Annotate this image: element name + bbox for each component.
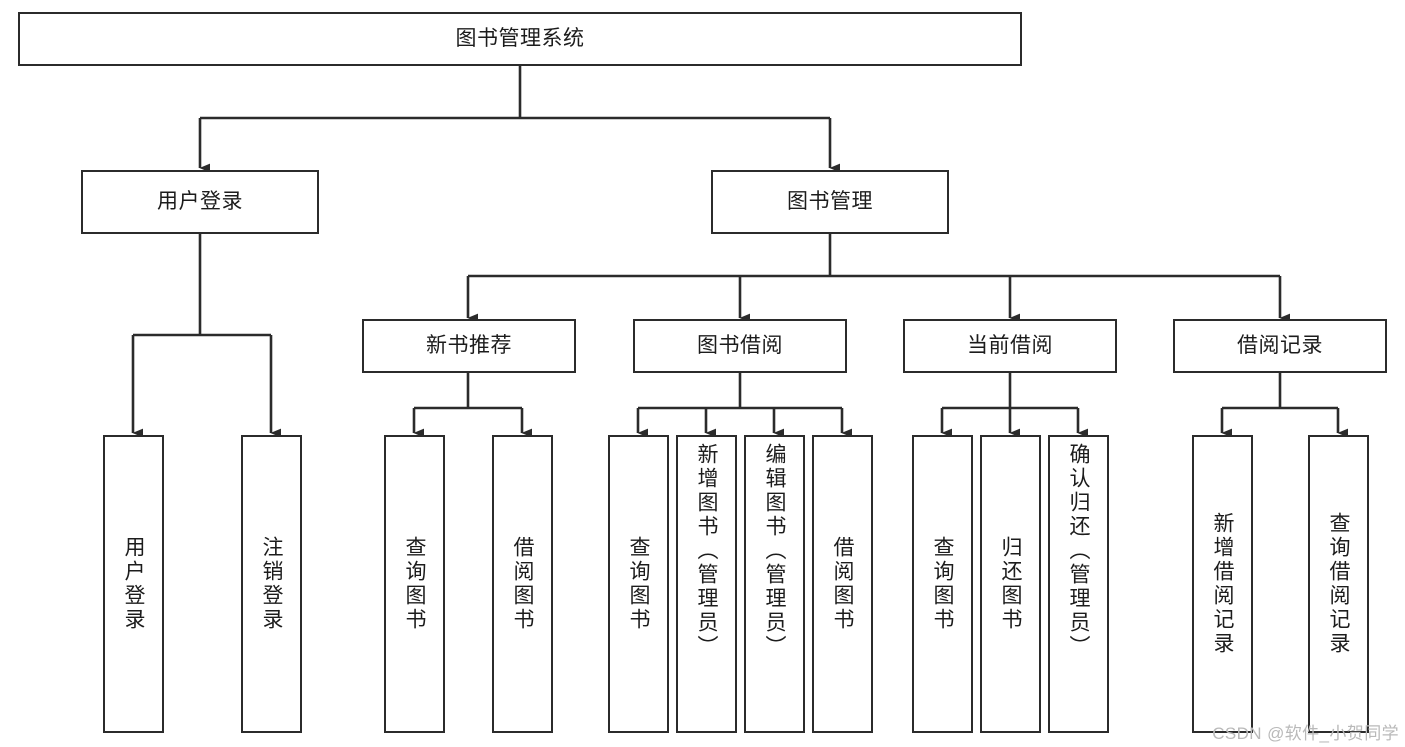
leaf-add-book-admin[interactable]: 新增图书（管理员） — [676, 435, 737, 733]
node-new-book-recommend[interactable]: 新书推荐 — [362, 319, 576, 373]
node-label: 编辑图书（管理员） — [763, 443, 786, 659]
leaf-borrow-book-recommend[interactable]: 借阅图书 — [492, 435, 553, 733]
node-label: 借阅图书 — [511, 536, 534, 632]
leaf-user-login[interactable]: 用户登录 — [103, 435, 164, 733]
leaf-query-book-borrow[interactable]: 查询图书 — [608, 435, 669, 733]
csdn-watermark: CSDN @软件_小贺同学 — [1212, 724, 1399, 743]
node-book-management[interactable]: 图书管理 — [711, 170, 949, 234]
node-label: 新书推荐 — [426, 333, 512, 357]
node-label: 查询图书 — [627, 536, 650, 632]
leaf-query-book-current[interactable]: 查询图书 — [912, 435, 973, 733]
node-user-login[interactable]: 用户登录 — [81, 170, 319, 234]
node-label: 当前借阅 — [967, 333, 1053, 357]
node-label: 借阅记录 — [1237, 333, 1323, 357]
leaf-return-book[interactable]: 归还图书 — [980, 435, 1041, 733]
node-label: 借阅图书 — [831, 536, 854, 632]
node-label: 确认归还（管理员） — [1067, 443, 1090, 659]
node-label: 用户登录 — [157, 189, 243, 213]
node-label: 图书管理系统 — [455, 26, 585, 50]
leaf-borrow-book[interactable]: 借阅图书 — [812, 435, 873, 733]
node-label: 归还图书 — [999, 536, 1022, 632]
node-root-system[interactable]: 图书管理系统 — [18, 12, 1022, 66]
node-label: 查询图书 — [403, 536, 426, 632]
node-label: 图书管理 — [787, 189, 873, 213]
leaf-add-borrow-record[interactable]: 新增借阅记录 — [1192, 435, 1253, 733]
node-label: 注销登录 — [260, 536, 283, 632]
leaf-query-borrow-record[interactable]: 查询借阅记录 — [1308, 435, 1369, 733]
node-label: 新增图书（管理员） — [695, 443, 718, 659]
node-label: 新增借阅记录 — [1211, 512, 1234, 656]
node-label: 查询借阅记录 — [1327, 512, 1350, 656]
leaf-logout[interactable]: 注销登录 — [241, 435, 302, 733]
node-label: 图书借阅 — [697, 333, 783, 357]
leaf-query-book-recommend[interactable]: 查询图书 — [384, 435, 445, 733]
node-label: 用户登录 — [122, 536, 145, 632]
node-current-borrow[interactable]: 当前借阅 — [903, 319, 1117, 373]
leaf-confirm-return-admin[interactable]: 确认归还（管理员） — [1048, 435, 1109, 733]
node-label: 查询图书 — [931, 536, 954, 632]
leaf-edit-book-admin[interactable]: 编辑图书（管理员） — [744, 435, 805, 733]
node-book-borrow[interactable]: 图书借阅 — [633, 319, 847, 373]
node-borrow-records[interactable]: 借阅记录 — [1173, 319, 1387, 373]
